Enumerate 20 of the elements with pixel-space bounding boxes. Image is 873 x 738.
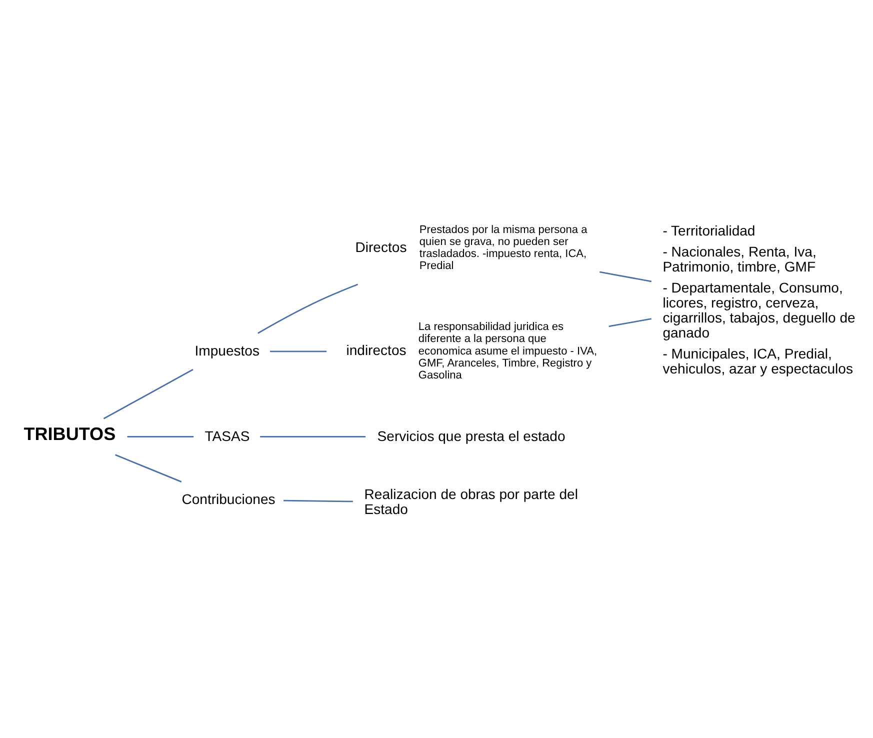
node-text: Servicios que presta el estado [377,428,566,444]
node-label: Prestados por la misma persona a quien se grava, no pueden ser trasladados. -impuesto renta, ICA, Predial [419,224,588,272]
connector [270,350,327,352]
connector [608,318,652,328]
connector [284,500,353,502]
connector [258,284,358,334]
connector [103,368,194,420]
node-text: indirectos [346,342,406,358]
node-text: - Territorialidad - Nacionales, Renta, Iva, Patrimonio, timbre, GMF - Departamentale, Consumo, licores, registro, cerveza, cigarrillos, tabajos, deguello de ganado - Municipales, ICA, Predial, vehiculos, azar y espectaculos [662,222,856,377]
connector [260,436,366,438]
node-text: Contribuciones [182,491,276,508]
connector [600,271,652,282]
connector [115,454,182,482]
node-text: Directos [355,238,407,255]
node-label: La responsabilidad juridica es diferente a la persona que economica asume el impuesto - IVA, GMF, Aranceles, Timbre, Registro y Gasolina [418,321,598,382]
connector [127,436,194,438]
node-text: TRIBUTOS [24,424,116,444]
node-text: Impuestos [194,342,260,359]
node-text: Realizacion de obras por parte del Estado [364,486,578,518]
node-text: TASAS [204,428,250,444]
